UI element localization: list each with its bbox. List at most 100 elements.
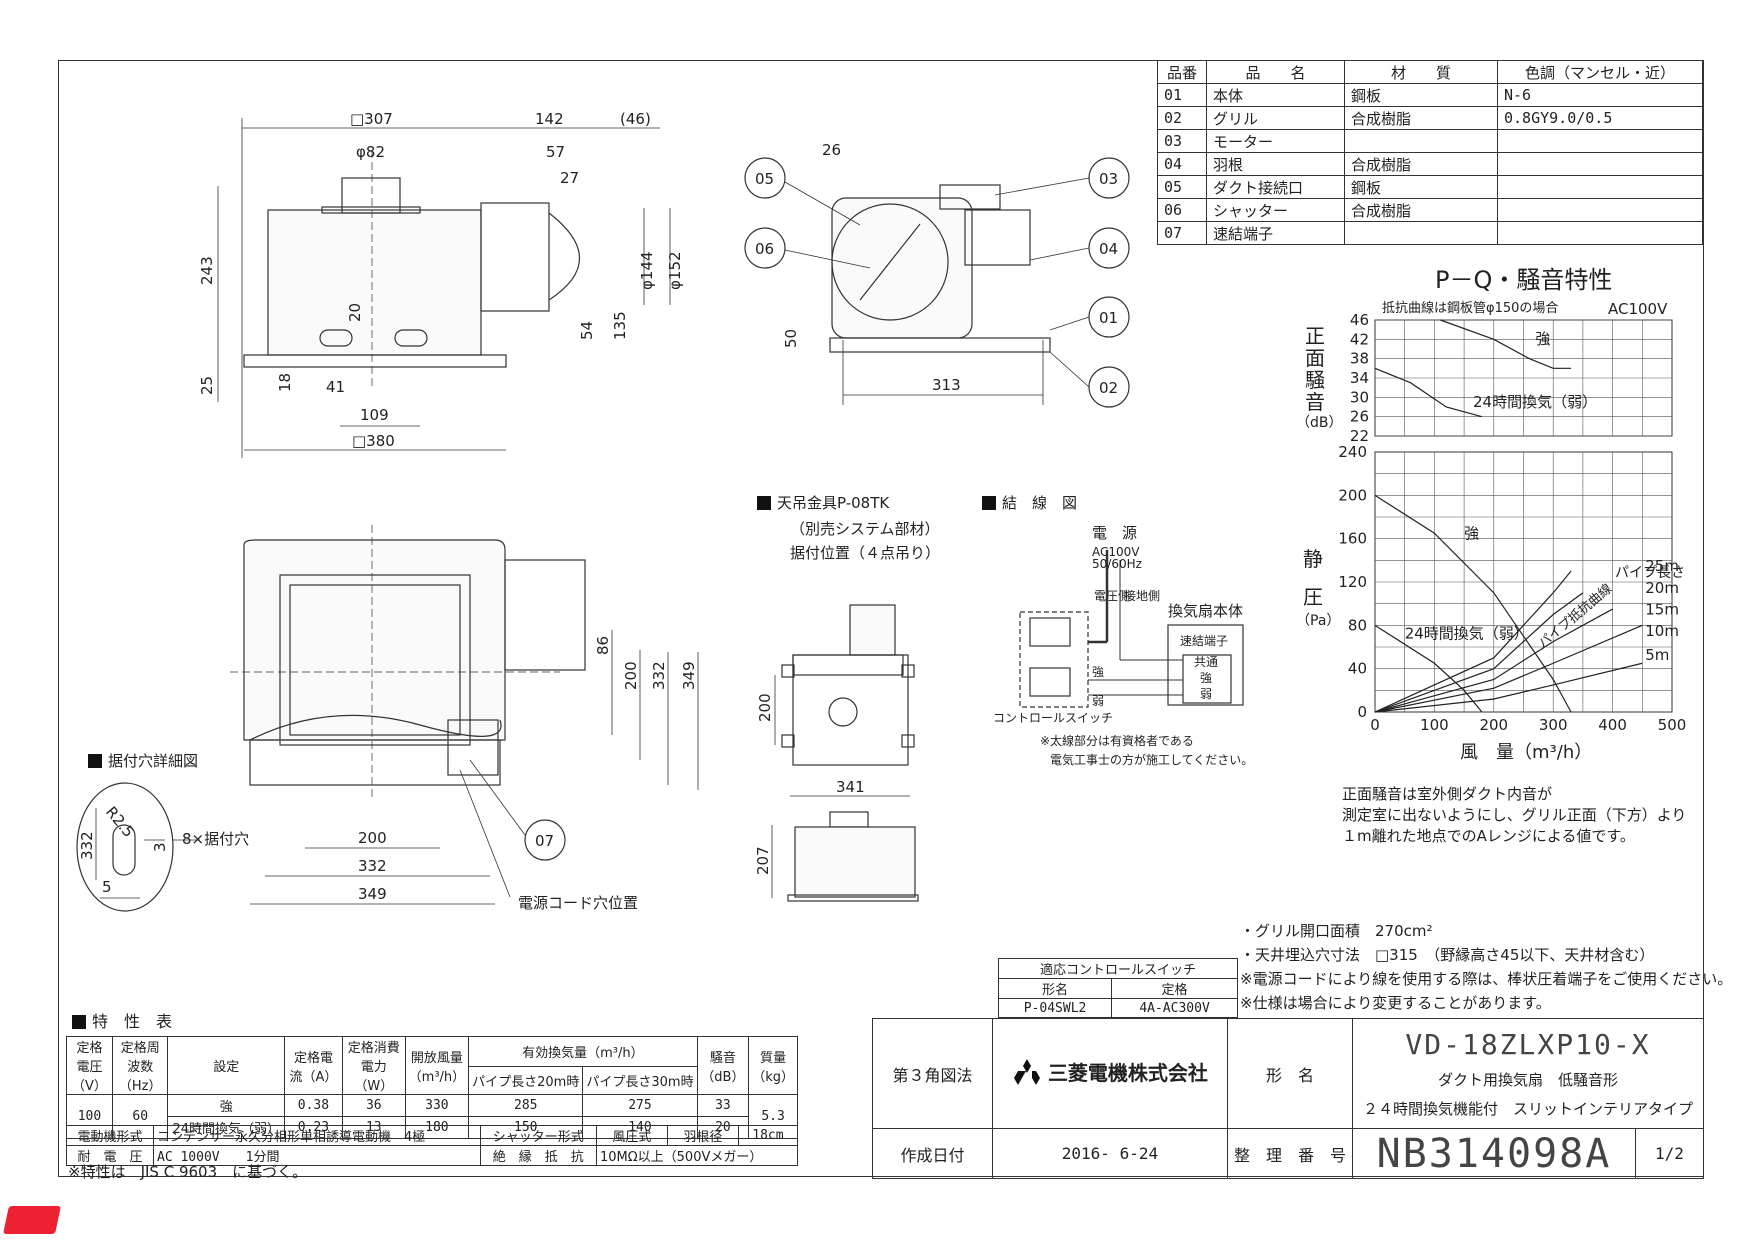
pq-power: AC100V [1608, 300, 1668, 318]
part-name: シャッター [1206, 198, 1345, 222]
spec-h-current: 定格電流（A） [283, 1036, 343, 1095]
part-color: 0.8GY9.0/0.5 [1497, 106, 1703, 130]
part-material: 鋼板 [1344, 83, 1498, 107]
part-no: 05 [1157, 175, 1207, 199]
model-header: 形 名 [1226, 1018, 1353, 1129]
spec-p30: 275 [582, 1094, 698, 1117]
spec-h-power: 定格消費電力（W） [341, 1036, 406, 1095]
spec-h-p20: パイプ長さ20m時 [468, 1066, 584, 1095]
spec-p20: 285 [468, 1094, 584, 1117]
part-no: 07 [1157, 221, 1207, 245]
part-material [1344, 129, 1498, 153]
spec-withstand-v: AC 1000V 1分間 [153, 1145, 481, 1166]
part-no: 01 [1157, 83, 1207, 107]
part-material: 合成樹脂 [1344, 152, 1498, 176]
spec-h-mass: 質量（kg） [748, 1036, 798, 1095]
spec-insul-v: 10MΩ以上（500Vメガー） [595, 1145, 799, 1166]
model-desc1: ダクト用換気扇 低騒音形 [1437, 1071, 1618, 1089]
spec-noise: 33 [696, 1094, 750, 1117]
spec-shutter-v: 風圧式 [595, 1125, 668, 1146]
part-no: 06 [1157, 198, 1207, 222]
corner-logo-icon [3, 1206, 61, 1234]
part-material: 合成樹脂 [1344, 198, 1498, 222]
spec-h-open: 開放風量（m³/h） [404, 1036, 470, 1095]
hanger-sub2: 据付位置（４点吊り） [790, 544, 941, 562]
spec-motor-v: コンデンサー永久分相形単相誘導電動機 4極 [153, 1125, 481, 1146]
creation-date: 2016- 6-24 [991, 1128, 1228, 1179]
spec-h-freq: 定格周波数（Hz） [111, 1036, 169, 1095]
part-name: グリル [1206, 106, 1345, 130]
part-no: 02 [1157, 106, 1207, 130]
part-material: 合成樹脂 [1344, 106, 1498, 130]
spec-open: 330 [404, 1094, 470, 1117]
part-no: 04 [1157, 152, 1207, 176]
pq-remark2: 測定室に出ないようにし、グリル正面（下方）より [1342, 806, 1687, 824]
part-color [1497, 129, 1703, 153]
part-material: 鋼板 [1344, 175, 1498, 199]
switch-title: 適応コントロールスイッチ [998, 958, 1238, 979]
model-desc2: ２４時間換気機能付 スリットインテリアタイプ [1362, 1100, 1693, 1118]
part-name: 本体 [1206, 83, 1345, 107]
section-marker-icon [88, 754, 102, 768]
pq-remark1: 正面騒音は室外側ダクト内音が [1342, 785, 1553, 803]
section-marker-icon [72, 1015, 86, 1029]
number-header: 整 理 番 号 [1226, 1128, 1353, 1179]
spec-setting: 強 [167, 1094, 285, 1117]
page-number: 1/2 [1634, 1128, 1705, 1179]
spec-h-p30: パイプ長さ30m時 [582, 1066, 698, 1095]
spec-current: 0.38 [283, 1094, 343, 1117]
wiring-title: 結 線 図 [982, 496, 1077, 511]
section-marker-icon [982, 496, 996, 510]
part-material [1344, 221, 1498, 245]
hole-detail-title: 据付穴詳細図 [88, 754, 198, 769]
spec-table-title: 特 性 表 [72, 1014, 172, 1030]
spec-power: 36 [341, 1094, 406, 1117]
drawing-number: NB314098A [1351, 1128, 1636, 1179]
pq-note: 抵抗曲線は鋼板管φ150の場合 [1382, 301, 1559, 316]
spec-blade-h: 羽根径 [666, 1125, 739, 1146]
switch-h-rating: 定格 [1111, 978, 1238, 999]
spec-table: 定格電圧（V） 定格周波数（Hz） 設定 定格電流（A） 定格消費電力（W） 開… [66, 1035, 798, 1139]
spec-h-eff: 有効換気量（m³/h） [468, 1035, 698, 1068]
spec-blade-v: 18cm [737, 1125, 799, 1146]
spec-note-2: ・天井埋込穴寸法 □315 （野縁高さ45以下、天井材含む） [1240, 946, 1655, 964]
projection-method: 第３角図法 [872, 1018, 993, 1129]
pq-title: P－Q・騒音特性 [1435, 266, 1613, 294]
model-cell: VD-18ZLXP10-X ダクト用換気扇 低騒音形 ２４時間換気機能付 スリッ… [1351, 1018, 1705, 1129]
spec-note-1: ・グリル開口面積 270cm² [1240, 922, 1433, 940]
mitsubishi-logo-icon [1012, 1059, 1042, 1090]
hanger-sub1: （別売システム部材） [790, 520, 940, 538]
noise-axis-label: 正面騒音 [1305, 324, 1325, 414]
part-color: N-6 [1497, 83, 1703, 107]
switch-h-model: 形名 [997, 978, 1113, 999]
spec-motor-h: 電動機形式 [66, 1125, 154, 1146]
part-color [1497, 152, 1703, 176]
spec-shutter-h: シャッター形式 [479, 1125, 597, 1146]
switch-model: P-04SWL2 [997, 998, 1113, 1018]
parts-h-material: 材 質 [1344, 60, 1498, 84]
part-color [1497, 175, 1703, 199]
parts-h-no: 品番 [1157, 60, 1207, 84]
flow-axis-label: 風 量（m³/h） [1460, 742, 1593, 763]
spec-table-extra: 電動機形式 コンデンサー永久分相形単相誘導電動機 4極 シャッター形式 風圧式 … [66, 1125, 799, 1166]
title-block: 第３角図法 三菱電機株式会社 形 名 VD-18ZLXP10-X ダクト用換気扇… [872, 1018, 1705, 1179]
date-header: 作成日付 [872, 1128, 993, 1179]
parts-header: 品番 品 名 材 質 色調（マンセル・近） [1157, 60, 1703, 84]
part-color [1497, 221, 1703, 245]
pressure-axis-label: 静圧 [1303, 547, 1323, 609]
spec-note-4: ※仕様は場合により変更することがあります。 [1240, 994, 1551, 1012]
company-cell: 三菱電機株式会社 [991, 1018, 1228, 1129]
parts-h-color: 色調（マンセル・近） [1497, 60, 1703, 84]
spec-h-noise: 騒音（dB） [696, 1036, 750, 1095]
part-no: 03 [1157, 129, 1207, 153]
switch-rating: 4A-AC300V [1111, 998, 1238, 1018]
part-name: ダクト接続口 [1206, 175, 1345, 199]
